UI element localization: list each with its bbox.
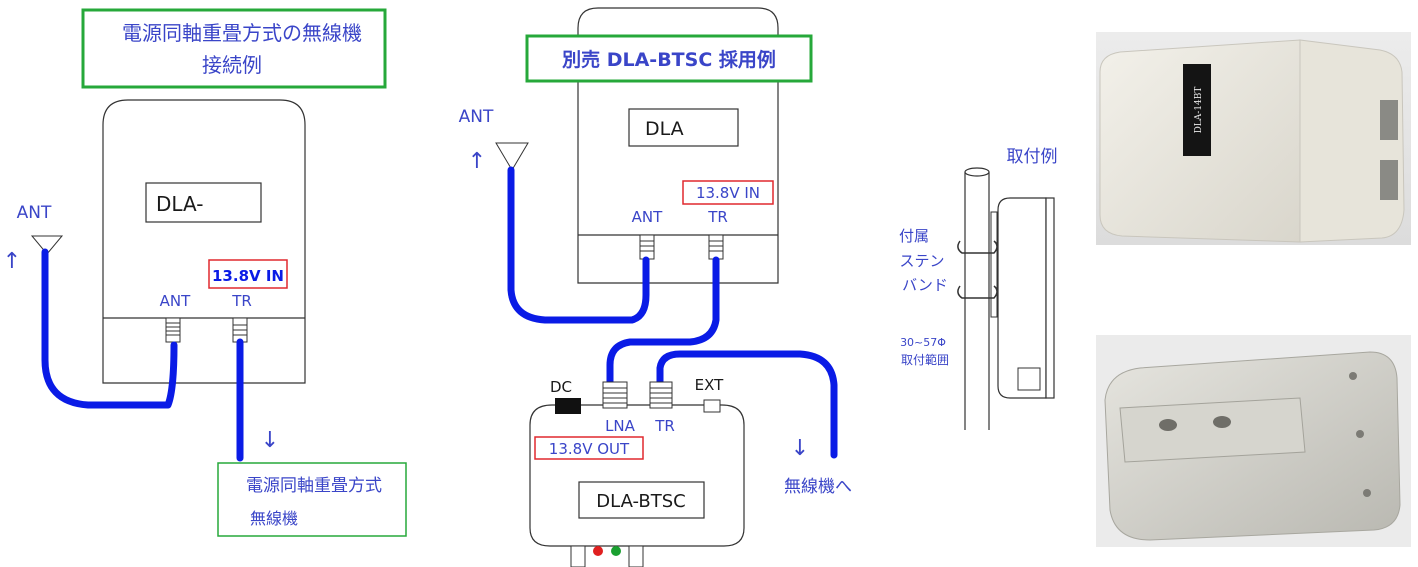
photo-bottom-screw-3 bbox=[1363, 489, 1371, 497]
left-title-box bbox=[81, 8, 387, 89]
middle-up-arrow: ↑ bbox=[468, 149, 486, 174]
middle-antenna-icon bbox=[495, 142, 529, 171]
middle-unit-label-box bbox=[628, 108, 739, 147]
btsc-green-led bbox=[611, 546, 621, 556]
mount-range-line1: 30~57Φ bbox=[900, 336, 946, 349]
middle-ant-connector bbox=[639, 234, 655, 260]
photo-top-port-upper bbox=[1380, 100, 1398, 140]
left-ant-connector bbox=[165, 317, 181, 343]
photo-bottom-keyhole-right bbox=[1213, 416, 1231, 428]
middle-ant-cable bbox=[507, 166, 650, 324]
photo-top-label-plate bbox=[1183, 64, 1211, 156]
band-lower bbox=[957, 285, 998, 299]
photo-bottom-screw-1 bbox=[1349, 372, 1357, 380]
photo-bottom-keyhole-left bbox=[1159, 419, 1177, 431]
left-up-arrow: ↑ bbox=[3, 249, 21, 274]
btsc-lna-connector bbox=[602, 381, 628, 409]
left-power-label: 13.8V IN bbox=[212, 267, 284, 285]
left-antenna-icon bbox=[30, 235, 64, 255]
photo-top-label: DLA-14BT bbox=[1194, 87, 1204, 134]
middle-title: 別売 DLA-BTSC 採用例 bbox=[562, 48, 776, 71]
middle-radio-cable bbox=[656, 350, 838, 459]
mount-band-line1: 付属 bbox=[899, 227, 929, 245]
btsc-tr-connector bbox=[649, 381, 673, 409]
left-radio-line1: 電源同軸重畳方式 bbox=[246, 476, 382, 496]
left-title-line2: 接続例 bbox=[202, 53, 262, 77]
mount-band-line3: バンド bbox=[902, 276, 948, 294]
photo-top: DLA-14BT bbox=[1096, 32, 1411, 245]
left-ant-label: ANT bbox=[17, 203, 52, 223]
left-radio-box bbox=[217, 462, 407, 537]
mount-range-line2: 取付範囲 bbox=[901, 352, 949, 367]
left-down-arrow: ↓ bbox=[261, 428, 279, 453]
middle-diagram: 別売 DLA-BTSC 採用例 DLA 13.8V IN ANT TR ANT … bbox=[459, 7, 852, 567]
btsc-ext-jack bbox=[703, 399, 721, 413]
btsc-tr-label: TR bbox=[654, 417, 675, 435]
middle-down-arrow: ↓ bbox=[791, 436, 809, 461]
middle-title-box bbox=[525, 34, 813, 83]
btsc-body bbox=[529, 404, 745, 547]
left-unit-label: DLA- bbox=[156, 192, 203, 216]
mount-title: 取付例 bbox=[1007, 147, 1058, 167]
btsc-label: DLA-BTSC bbox=[596, 491, 685, 512]
btsc-power-out-box bbox=[534, 436, 644, 460]
mounted-device-lid bbox=[1045, 197, 1055, 399]
photo-bottom-screw-2 bbox=[1356, 430, 1364, 438]
photo-bottom-bracket bbox=[1119, 397, 1306, 463]
btsc-bottom-ports bbox=[570, 545, 644, 567]
pole-top bbox=[964, 167, 990, 177]
mount-diagram: 取付例 付属 ステン バンド 30~57Φ 取付範囲 bbox=[899, 147, 1058, 430]
left-tr-port-label: TR bbox=[231, 292, 252, 310]
left-radio-line2: 無線機 bbox=[250, 509, 298, 528]
btsc-red-led bbox=[593, 546, 603, 556]
left-ant-port-label: ANT bbox=[160, 292, 191, 310]
left-unit-body bbox=[102, 99, 306, 384]
band-upper bbox=[957, 240, 998, 254]
mounted-device-connector bbox=[1017, 367, 1041, 391]
mount-bracket bbox=[990, 211, 998, 318]
left-ant-cable bbox=[41, 248, 178, 409]
btsc-dc-jack bbox=[555, 398, 581, 414]
btsc-lna-label: LNA bbox=[605, 417, 636, 435]
btsc-label-box bbox=[578, 481, 705, 519]
left-tr-connector bbox=[232, 317, 248, 343]
middle-to-radio-label: 無線機へ bbox=[784, 477, 852, 497]
btsc-ext-label: EXT bbox=[695, 376, 724, 394]
middle-tr-connector bbox=[708, 234, 724, 260]
middle-unit-label: DLA bbox=[645, 118, 684, 140]
middle-power-in-label: 13.8V IN bbox=[696, 184, 760, 202]
photo-bottom bbox=[1096, 335, 1411, 547]
photo-top-device-lid bbox=[1299, 39, 1405, 243]
btsc-dc-label: DC bbox=[550, 378, 572, 396]
left-diagram: 電源同軸重畳方式の無線機 接続例 DLA- 13.8V IN ANT TR AN… bbox=[3, 8, 407, 537]
middle-ant-port-label: ANT bbox=[632, 208, 663, 226]
middle-tr-lna-cable bbox=[606, 256, 720, 386]
left-title-line1: 電源同軸重畳方式の無線機 bbox=[122, 21, 362, 45]
middle-tr-port-label: TR bbox=[707, 208, 728, 226]
middle-ant-label: ANT bbox=[459, 107, 494, 127]
mount-band-line2: ステン bbox=[899, 252, 944, 270]
middle-power-in-box bbox=[682, 180, 774, 205]
photo-top-port-lower bbox=[1380, 160, 1398, 200]
left-power-box bbox=[208, 259, 288, 289]
btsc-power-out-label: 13.8V OUT bbox=[549, 440, 630, 458]
left-unit-label-box bbox=[145, 182, 262, 223]
